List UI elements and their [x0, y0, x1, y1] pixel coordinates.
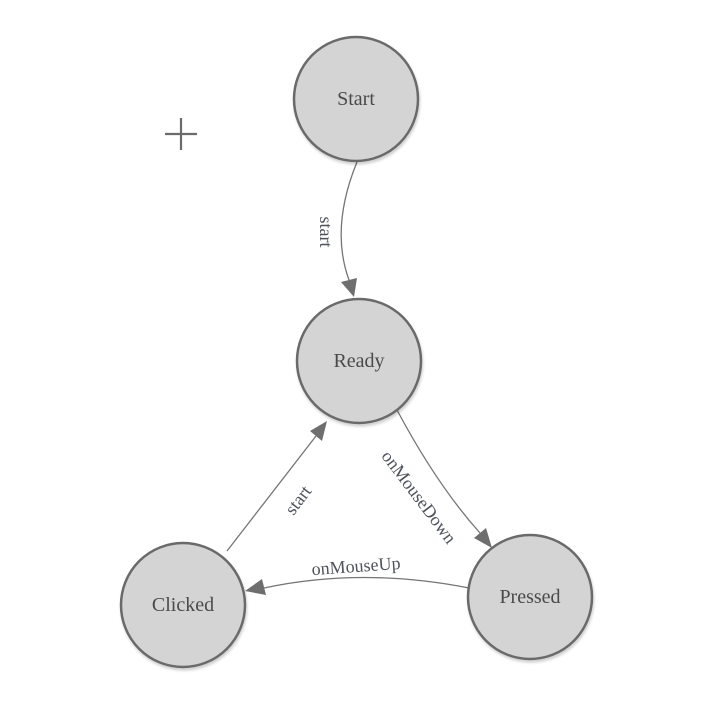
- node-circle[interactable]: [119, 541, 247, 669]
- edge-ready-pressed[interactable]: onMouseDown: [378, 409, 492, 548]
- edge-label: onMouseDown: [378, 447, 461, 548]
- edge-line[interactable]: [226, 435, 317, 552]
- edge-label: onMouseUp: [311, 553, 401, 579]
- edge-label: start: [316, 217, 336, 248]
- edge-line[interactable]: [263, 576, 470, 589]
- edge-clicked-ready[interactable]: start: [226, 421, 327, 552]
- state-node-start[interactable]: Start: [292, 35, 420, 163]
- state-node-pressed[interactable]: Pressed: [466, 533, 594, 661]
- node-circle[interactable]: [295, 297, 423, 425]
- edge-start-ready[interactable]: start: [316, 161, 358, 297]
- state-node-clicked[interactable]: Clicked: [119, 541, 247, 669]
- edge-pressed-clicked[interactable]: onMouseUp: [245, 553, 470, 595]
- edge-line[interactable]: [396, 409, 481, 534]
- crosshair-icon: [165, 118, 197, 150]
- edge-label: start: [281, 482, 316, 519]
- arrowhead-icon: [245, 579, 266, 595]
- node-circle[interactable]: [466, 533, 594, 661]
- node-circle[interactable]: [292, 35, 420, 163]
- arrowhead-icon: [310, 421, 327, 441]
- state-node-ready[interactable]: Ready: [295, 297, 423, 425]
- arrowhead-icon: [341, 278, 357, 297]
- arrowhead-icon: [474, 528, 492, 548]
- edge-line[interactable]: [340, 161, 358, 281]
